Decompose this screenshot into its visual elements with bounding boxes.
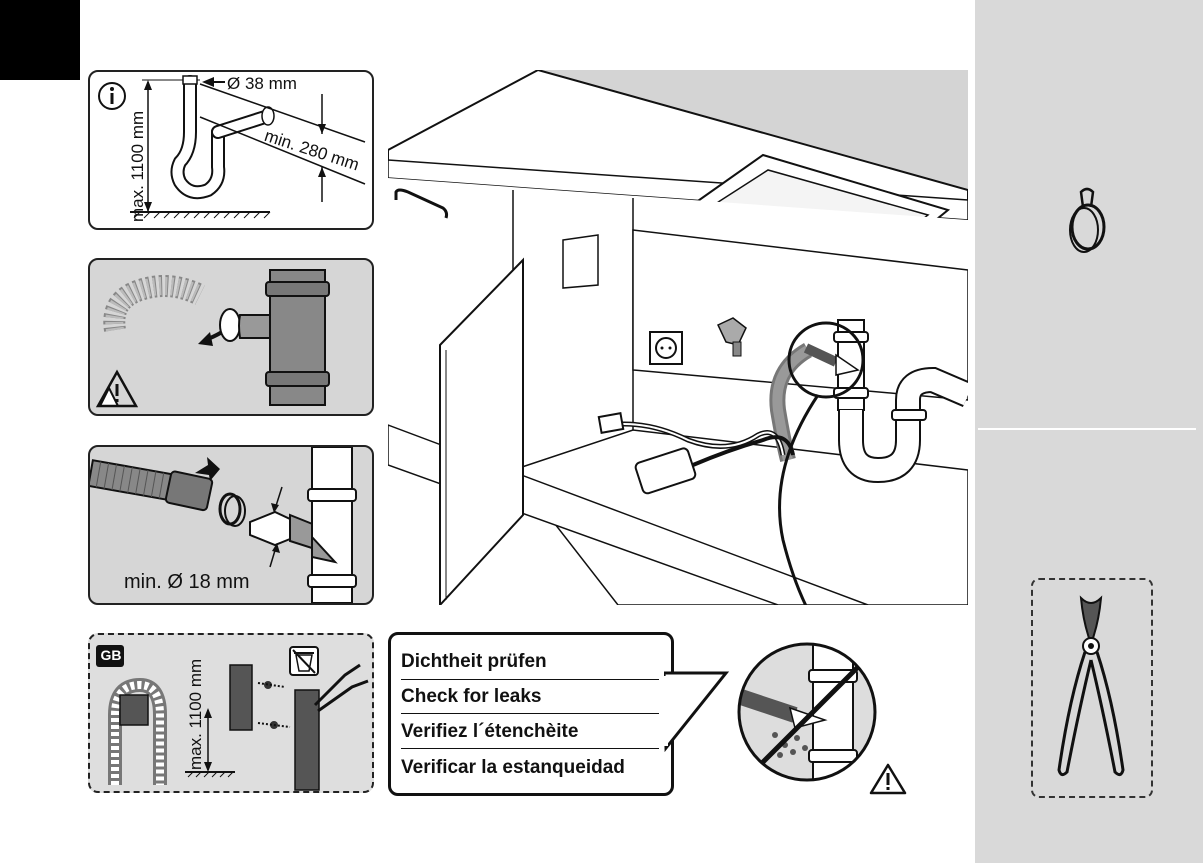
hose-diameter-label: min. Ø 18 mm: [124, 571, 250, 594]
warning-icon: [98, 372, 136, 406]
warning-icon: [868, 762, 908, 796]
kitchen-installation-illustration: [388, 70, 968, 605]
waste-bin-icon: [290, 647, 318, 675]
gb-badge: GB: [98, 647, 124, 663]
page-corner-tab: [0, 0, 80, 80]
sidebar-divider: [978, 428, 1196, 430]
callout-rule: [401, 713, 659, 714]
callout-line-fr: Verifiez l´étenchèite: [401, 721, 659, 743]
callout-pointer: [664, 668, 734, 758]
tools-sidebar: [975, 0, 1203, 863]
remove-cap-panel: [88, 258, 374, 416]
callout-rule: [401, 679, 659, 680]
gb-max-height-label: max. 1100 mm: [186, 659, 206, 770]
diameter-label: Ø 38 mm: [227, 74, 297, 94]
callout-line-de: Dichtheit prüfen: [401, 651, 659, 673]
callout-line-es: Verificar la estanqueidad: [401, 757, 659, 779]
callout-rule: [401, 748, 659, 749]
info-icon: [99, 83, 125, 109]
siphon-dimensions-panel: Ø 38 mm max. 1100 mm min. 280 mm: [88, 70, 374, 230]
hose-clamp-icon: [1063, 182, 1113, 262]
pliers-icon: [1051, 590, 1131, 786]
leak-detail-inset: [735, 640, 880, 785]
hose-connection-panel: min. Ø 18 mm: [88, 445, 374, 605]
gb-instructions-panel: GB max. 1100 mm: [88, 633, 374, 793]
max-height-label: max. 1100 mm: [128, 111, 148, 222]
leak-check-callout: Dichtheit prüfen Check for leaks Verifie…: [388, 632, 674, 796]
callout-line-en: Check for leaks: [401, 686, 659, 708]
pliers-tool-box: [1031, 578, 1153, 798]
